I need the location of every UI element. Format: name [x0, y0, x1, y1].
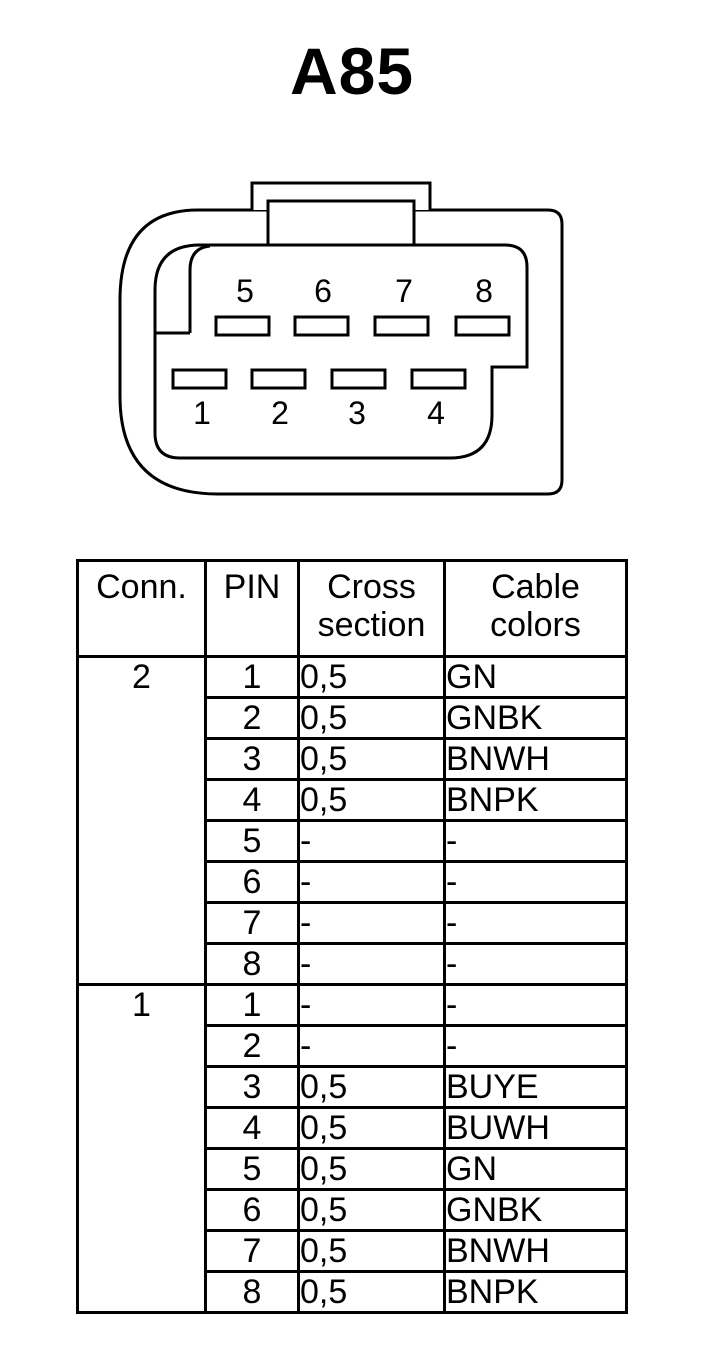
pin-label-7: 7 [395, 273, 413, 309]
pin-label-8: 8 [475, 273, 493, 309]
cable-color-cell: BNWH [443, 1229, 628, 1273]
cross-section-cell: 0,5 [297, 1188, 446, 1232]
pin-cell: 3 [204, 1065, 300, 1109]
pin-label-2: 2 [271, 395, 289, 431]
pin-2-contact [250, 368, 307, 390]
pin-cell: 7 [204, 901, 300, 945]
pin-cell: 4 [204, 778, 300, 822]
cable-color-cell: BNPK [443, 778, 628, 822]
cross-section-cell: 0,5 [297, 1229, 446, 1273]
cross-section-cell: 0,5 [297, 1270, 446, 1314]
cable-color-cell: - [443, 819, 628, 863]
pin-8-contact [454, 315, 511, 337]
cross-section-cell: 0,5 [297, 1106, 446, 1150]
cable-color-cell: - [443, 1024, 628, 1068]
cable-color-cell: GNBK [443, 1188, 628, 1232]
cross-section-cell: 0,5 [297, 696, 446, 740]
pin-row-bottom: 1 2 3 4 [171, 368, 467, 431]
cross-section-cell: - [297, 1024, 446, 1068]
cross-section-cell: - [297, 983, 446, 1027]
cross-section-cell: - [297, 942, 446, 986]
cross-section-cell: - [297, 819, 446, 863]
pin-label-5: 5 [236, 273, 254, 309]
pin-7-contact [373, 315, 430, 337]
pin-cell: 1 [204, 655, 300, 699]
cable-color-cell: - [443, 901, 628, 945]
cable-color-cell: - [443, 983, 628, 1027]
cross-section-cell: - [297, 860, 446, 904]
pin-1-contact [171, 368, 228, 390]
pin-3-contact [330, 368, 387, 390]
pin-cell: 4 [204, 1106, 300, 1150]
pin-row-top: 5 6 7 8 [214, 273, 511, 337]
pin-label-3: 3 [348, 395, 366, 431]
cross-section-cell: 0,5 [297, 778, 446, 822]
pin-cell: 5 [204, 1147, 300, 1191]
cross-section-cell: - [297, 901, 446, 945]
cable-color-cell: GNBK [443, 696, 628, 740]
cable-color-cell: GN [443, 1147, 628, 1191]
connector-latch-inner [266, 199, 416, 247]
connector-housing-outline [118, 208, 564, 496]
connector-inner-cavity [153, 243, 529, 460]
header-conn: Conn. [76, 559, 207, 658]
cable-color-cell: GN [443, 655, 628, 699]
cross-section-cell: 0,5 [297, 1065, 446, 1109]
pin-cell: 6 [204, 1188, 300, 1232]
cross-section-cell: 0,5 [297, 1147, 446, 1191]
cable-color-cell: BNWH [443, 737, 628, 781]
table-row: 7-- [78, 901, 628, 945]
pin-cell: 2 [204, 1024, 300, 1068]
cable-color-cell: - [443, 942, 628, 986]
pin-cell: 2 [204, 696, 300, 740]
table-row: 2-- [78, 1024, 628, 1068]
pin-cell: 7 [204, 1229, 300, 1273]
connector-title: A85 [289, 34, 415, 108]
pin-label-6: 6 [314, 273, 332, 309]
table-row: 6-- [78, 860, 628, 904]
header-pin: PIN [204, 559, 300, 658]
pin-5-contact [214, 315, 271, 337]
cable-color-cell: - [443, 860, 628, 904]
pin-cell: 6 [204, 860, 300, 904]
pin-cell: 3 [204, 737, 300, 781]
pin-cell: 8 [204, 1270, 300, 1314]
conn-cell: 2 [76, 655, 207, 986]
cable-color-cell: BUYE [443, 1065, 628, 1109]
table-row: 8-- [78, 942, 628, 986]
connector-drawing: 5 6 7 8 1 2 3 4 [118, 181, 564, 496]
cable-color-cell: BUWH [443, 1106, 628, 1150]
connector-inner-step [188, 244, 211, 333]
pin-6-contact [293, 315, 350, 337]
pin-4-contact [410, 368, 467, 390]
pin-label-4: 4 [427, 395, 445, 431]
cross-section-cell: 0,5 [297, 655, 446, 699]
cable-color-cell: BNPK [443, 1270, 628, 1314]
pin-cell: 1 [204, 983, 300, 1027]
pin-label-1: 1 [193, 395, 211, 431]
pin-cell: 8 [204, 942, 300, 986]
cross-section-cell: 0,5 [297, 737, 446, 781]
pin-cell: 5 [204, 819, 300, 863]
conn-cell: 1 [76, 983, 207, 1314]
table-row: 5-- [78, 819, 628, 863]
